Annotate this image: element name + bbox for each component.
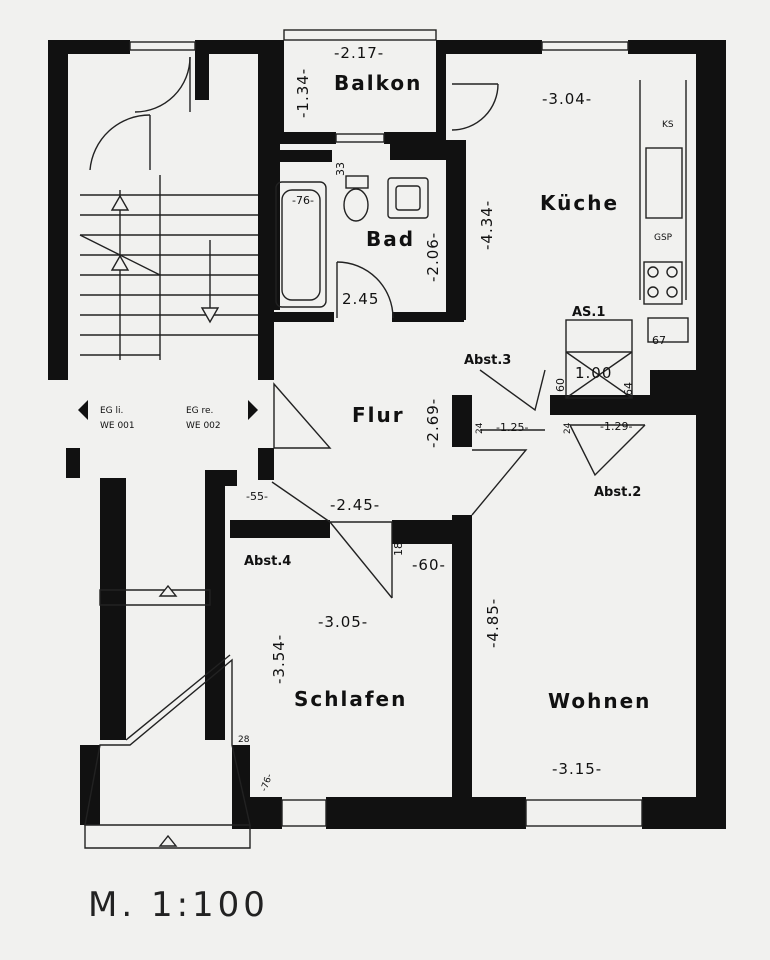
label-abst4: Abst.4 — [244, 554, 291, 569]
dim-bath-76: -76- — [292, 194, 314, 207]
dim-schlafen-width: -3.05- — [318, 613, 368, 631]
dim-abst3-24: 24 — [475, 422, 485, 434]
dim-abst2-24: 24 — [563, 422, 573, 434]
label-we-002: WE 002 — [186, 421, 221, 431]
label-as1: AS.1 — [572, 305, 605, 320]
dim-kueche-width: -3.04- — [542, 90, 592, 108]
dim-schlafen-height: -3.54- — [270, 634, 288, 684]
dim-wohnen-height: -4.85- — [484, 598, 502, 648]
dim-as1-width: 1.00 — [575, 364, 612, 382]
dim-bath-33: 33 — [334, 162, 347, 176]
plan-lines — [79, 29, 689, 849]
room-label-kueche: Küche — [540, 191, 619, 215]
label-gsp: GSP — [654, 233, 673, 243]
dim-balkon-width: -2.17- — [334, 44, 384, 62]
entry-arrows — [78, 400, 258, 420]
dim-corner-28: 28 — [238, 735, 250, 745]
label-abst3: Abst.3 — [464, 353, 511, 368]
dim-door-60: -60- — [412, 556, 446, 574]
dim-as1-64: 64 — [622, 382, 635, 396]
label-eg-li: EG li. — [100, 406, 123, 416]
label-ks: KS — [662, 120, 674, 130]
room-label-schlafen: Schlafen — [294, 687, 407, 711]
dim-abst3-width: -1.25- — [496, 421, 528, 434]
label-abst2: Abst.2 — [594, 485, 641, 500]
label-eg-re: EG re. — [186, 406, 213, 416]
dim-flur-height: -2.69- — [424, 398, 442, 448]
label-we-001: WE 001 — [100, 421, 135, 431]
room-label-flur: Flur — [352, 403, 405, 427]
room-label-balkon: Balkon — [334, 71, 422, 95]
room-label-bad: Bad — [366, 227, 415, 251]
dim-flur-width: -2.45- — [330, 496, 380, 514]
dim-as1-60: 60 — [554, 378, 567, 392]
dim-balkon-height: -1.34- — [294, 68, 312, 118]
dim-as1-67: 67 — [652, 334, 666, 347]
dim-door-18: 18 — [392, 542, 405, 556]
scale-label: M. 1:100 — [88, 885, 269, 925]
dim-abst4-55: -55- — [246, 490, 268, 503]
dim-bad-wall: 2.45 — [342, 290, 379, 308]
dim-bad-width: -2.06- — [424, 232, 442, 282]
room-label-wohnen: Wohnen — [548, 689, 651, 713]
walls — [48, 40, 726, 829]
dim-abst2-width: -1.29- — [600, 420, 632, 433]
stair-arrows — [110, 194, 220, 847]
dim-kueche-height: -4.34- — [478, 200, 496, 250]
dim-wohnen-width: -3.15- — [552, 760, 602, 778]
